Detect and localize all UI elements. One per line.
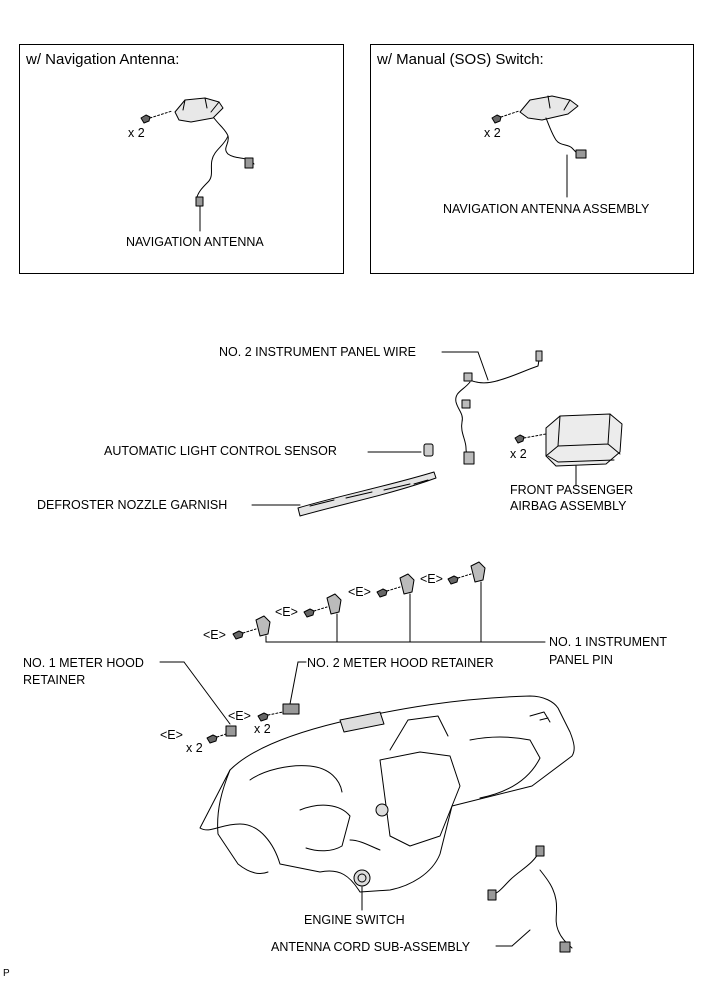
navigation-antenna-assembly-label: NAVIGATION ANTENNA ASSEMBLY <box>443 202 650 216</box>
navigation-antenna-label: NAVIGATION ANTENNA <box>126 235 264 249</box>
meter-hood-retainer-2-qty: x 2 <box>254 722 271 736</box>
e-mark-3: <E> <box>348 585 371 599</box>
e-mark-4: <E> <box>420 572 443 586</box>
light-sensor-drawing <box>367 443 434 457</box>
inset-navigation-antenna <box>19 44 344 274</box>
meter-hood-retainer-1-qty: x 2 <box>186 741 203 755</box>
instrument-panel-drawing <box>199 695 575 893</box>
illustration-code: P <box>3 968 10 979</box>
airbag-label-line2: AIRBAG ASSEMBLY <box>510 499 627 513</box>
light-sensor-label: AUTOMATIC LIGHT CONTROL SENSOR <box>104 444 337 458</box>
engine-switch-drawing <box>353 869 371 911</box>
meter-hood-retainer-1-label-line1: NO. 1 METER HOOD <box>23 656 144 670</box>
e-mark-5: <E> <box>228 709 251 723</box>
airbag-qty: x 2 <box>510 447 527 461</box>
defroster-garnish-label: DEFROSTER NOZZLE GARNISH <box>37 498 228 512</box>
inset-right-title: w/ Manual (SOS) Switch: <box>377 51 544 68</box>
navigation-antenna-drawing <box>140 97 255 232</box>
e-mark-1: <E> <box>203 628 226 642</box>
antenna-cord-label: ANTENNA CORD SUB-ASSEMBLY <box>271 940 471 954</box>
instrument-panel-pin-label-line1: NO. 1 INSTRUMENT <box>549 635 668 649</box>
meter-hood-retainer-1-label-line2: RETAINER <box>23 673 86 687</box>
airbag-label-line1: FRONT PASSENGER <box>510 483 634 497</box>
meter-hood-retainer-2-label: NO. 2 METER HOOD RETAINER <box>307 656 494 670</box>
instrument-panel-pins-drawing <box>232 561 546 643</box>
defroster-garnish-drawing <box>251 471 437 517</box>
instrument-panel-pin-label-line2: PANEL PIN <box>549 653 613 667</box>
inset-left-qty: x 2 <box>128 126 145 140</box>
engine-switch-label: ENGINE SWITCH <box>304 913 405 927</box>
inset-manual-sos-switch <box>370 44 694 274</box>
inset-right-qty: x 2 <box>484 126 501 140</box>
inset-left-title: w/ Navigation Antenna: <box>26 51 180 68</box>
airbag-drawing <box>514 413 623 487</box>
instrument-panel-wire-drawing <box>441 350 543 465</box>
e-mark-6: <E> <box>160 728 183 742</box>
antenna-cord-drawing <box>487 845 573 953</box>
e-mark-2: <E> <box>275 605 298 619</box>
meter-hood-retainers-drawing <box>159 661 307 744</box>
instrument-panel-wire-label: NO. 2 INSTRUMENT PANEL WIRE <box>219 345 417 359</box>
navigation-antenna-assembly-drawing <box>491 95 587 198</box>
